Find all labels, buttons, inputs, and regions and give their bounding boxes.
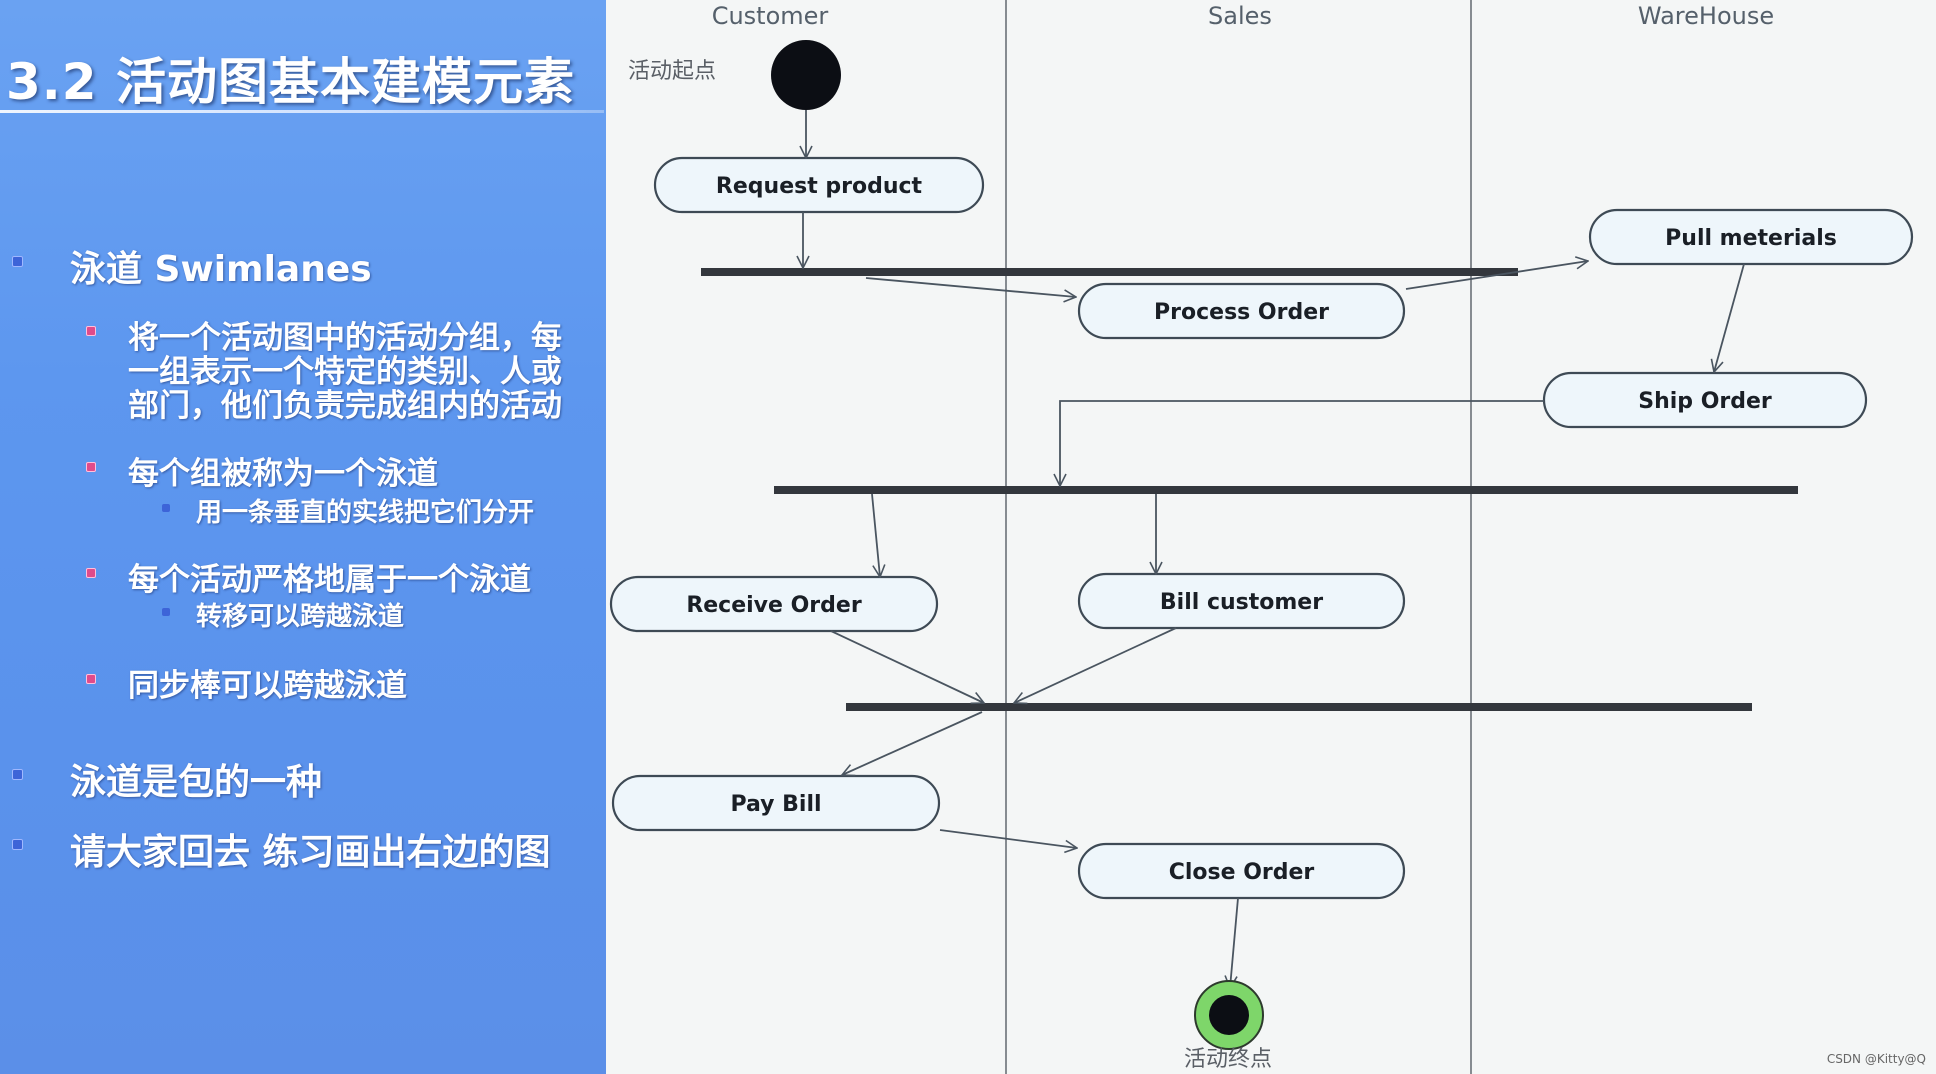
- transition-fork-to-process: [865, 277, 1076, 297]
- transition-ship-to-bar: [1060, 400, 1544, 486]
- transition-process-to-pull: [1405, 261, 1588, 290]
- activity-close-node: [1077, 842, 1406, 900]
- activity-bill-label: Bill customer: [1160, 590, 1323, 615]
- bullet-marker-icon: [86, 325, 96, 336]
- activity-bill-node: [1077, 572, 1406, 630]
- transition-pay-to-close: [939, 829, 1077, 848]
- watermark: CSDN @Kitty@Q: [1826, 1052, 1926, 1066]
- bullet-marker-icon: [86, 461, 96, 472]
- activity-pull-node: [1588, 208, 1914, 266]
- bullet-marker-icon: [12, 256, 23, 268]
- transition-pull-to-ship: [1714, 263, 1745, 372]
- bullet-text: 将一个活动图中的活动分组，每: [128, 320, 562, 356]
- bullet-text: 转移可以跨越泳道: [196, 602, 405, 632]
- bullet-text: 同步棒可以跨越泳道: [128, 668, 407, 704]
- diagram-canvas: Customer Sales WareHouse 活动起点 Request produc…: [609, 0, 1914, 1074]
- bullet-text: 用一条垂直的实线把它们分开: [196, 498, 535, 528]
- activity-receive-node: [609, 575, 939, 633]
- activity-ship-label: Ship Order: [1638, 389, 1772, 414]
- activity-request-node: [653, 156, 985, 214]
- transition-receive-to-join: [830, 630, 984, 703]
- transition-join-to-pay: [842, 711, 983, 775]
- slide-text-panel: 3.2 活动图基本建模元素 泳道 Swimlanes 将一个活动图中的活动分组，每…: [0, 0, 606, 1074]
- activity-pay-label: Pay Bill: [730, 792, 821, 817]
- lane-header-warehouse: WareHouse: [1638, 2, 1774, 30]
- lane-header-sales: Sales: [1208, 2, 1272, 30]
- activity-receive-label: Receive Order: [686, 593, 862, 618]
- bullet-marker-icon: [86, 673, 96, 684]
- activity-close-label: Close Order: [1169, 860, 1315, 885]
- bullet-text: 每个活动严格地属于一个泳道: [128, 562, 531, 598]
- activity-pay-node: [611, 774, 941, 832]
- start-node-icon: [771, 40, 841, 110]
- bullet-text: 请大家回去 练习画出右边的图: [70, 832, 551, 873]
- transition-close-to-end: [1230, 897, 1239, 988]
- start-label: 活动起点: [628, 59, 716, 84]
- bullet-marker-icon: [12, 769, 23, 781]
- transition-bar-to-receive: [871, 493, 880, 577]
- transition-bill-to-join: [1014, 627, 1177, 703]
- bullet-marker-icon: [86, 567, 96, 578]
- bullet-text: 泳道是包的一种: [70, 762, 323, 803]
- end-node-icon: [1209, 995, 1249, 1035]
- bullet-text: 每个组被称为一个泳道: [128, 456, 438, 492]
- activity-request-label: Request product: [716, 174, 923, 199]
- slide-title: 3.2 活动图基本建模元素: [6, 53, 575, 111]
- bullet-text: 一组表示一个特定的类别、人或: [128, 354, 562, 390]
- activity-diagram: Customer Sales WareHouse 活动起点 Request produc…: [606, 0, 1936, 1074]
- activity-ship-node: [1542, 371, 1868, 429]
- end-label: 活动终点: [1184, 1047, 1272, 1072]
- lane-header-customer: Customer: [712, 2, 829, 30]
- activity-process-label: Process Order: [1154, 300, 1329, 325]
- bullet-marker-icon: [162, 607, 170, 616]
- title-underline: [0, 110, 604, 113]
- activity-pull-label: Pull meterials: [1665, 226, 1837, 251]
- bullet-marker-icon: [12, 839, 23, 851]
- bullet-marker-icon: [162, 503, 170, 512]
- bullet-text: 部门，他们负责完成组内的活动: [128, 388, 562, 424]
- bullet-text: 泳道 Swimlanes: [70, 249, 372, 290]
- activity-process-node: [1077, 282, 1406, 340]
